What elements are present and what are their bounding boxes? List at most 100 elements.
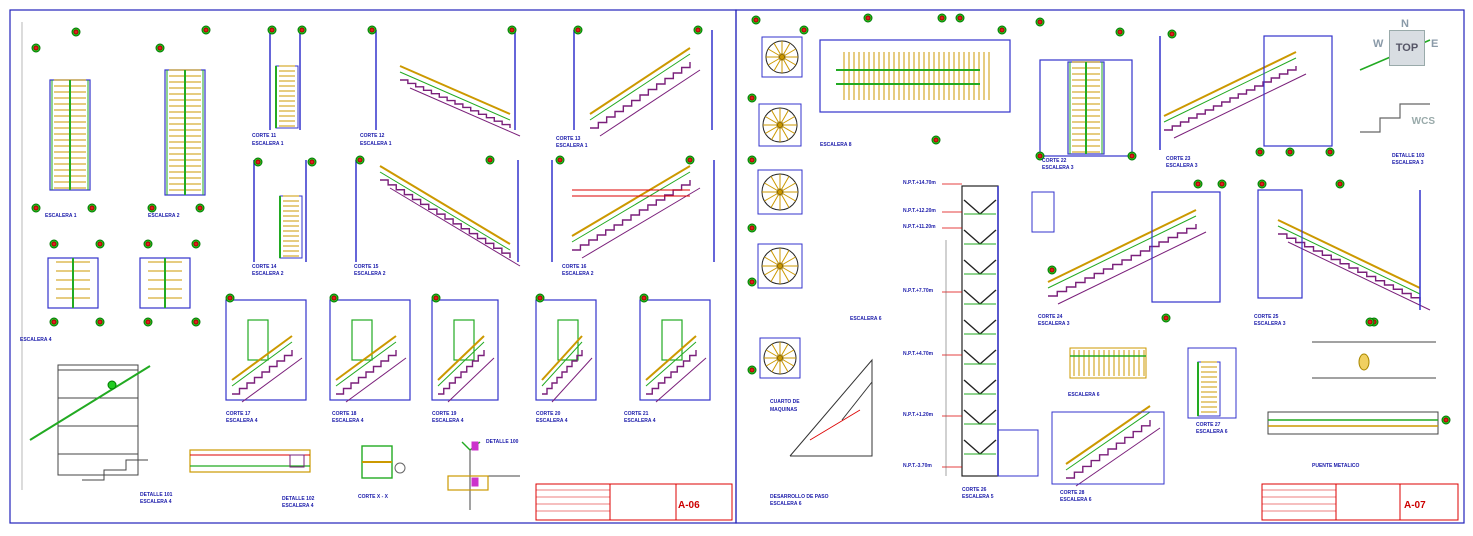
section-marker-dot: [749, 95, 755, 101]
view-cube[interactable]: W N TOP E: [1373, 18, 1443, 80]
section-marker-dot: [97, 319, 103, 325]
wcs-label[interactable]: WCS: [1411, 116, 1435, 127]
spiral-tread: [765, 124, 781, 134]
detail-marker: [107, 380, 117, 390]
spiral-tread: [771, 110, 781, 126]
handrail-lower: [1163, 57, 1297, 123]
view-label: CORTE 11: [252, 133, 276, 139]
section-marker-dot: [227, 295, 233, 301]
spiral-section-step: [963, 229, 997, 245]
sheet-frame-right: [735, 9, 1465, 524]
view-label: ESCALERA 3: [1038, 321, 1070, 327]
spiral-tread: [764, 182, 781, 193]
dim: [809, 409, 861, 441]
corte24-wall: [1151, 191, 1221, 303]
spiral-tread: [779, 265, 796, 276]
view-label: PUENTE METALICO: [1312, 463, 1360, 469]
view-label: ESCALERA 4: [536, 418, 568, 424]
view-label: ESCALERA 4: [332, 418, 364, 424]
stair-soffit: [581, 187, 701, 259]
view-label: ESCALERA 3: [1166, 163, 1198, 169]
view-label: ESCALERA 6: [850, 316, 882, 322]
section-frame: [639, 299, 711, 401]
stair-core: [247, 319, 269, 361]
spiral-tread: [779, 265, 790, 282]
view-label: N.P.T.+11.20m: [903, 224, 936, 230]
spiral-section-step: [963, 409, 997, 425]
view-label: ESCALERA 3: [1254, 321, 1286, 327]
view-label: ESCALERA 1: [45, 213, 77, 219]
section-marker-dot: [1163, 315, 1169, 321]
spiral-section-step: [963, 439, 997, 455]
section-marker-dot: [865, 15, 871, 21]
section-marker-dot: [749, 279, 755, 285]
stair-soffit: [1173, 73, 1307, 139]
view-label: DETALLE 101: [140, 492, 173, 498]
view-label: DETALLE 103: [1392, 153, 1425, 159]
stair-profile: [1164, 66, 1297, 131]
spiral-tread: [764, 265, 781, 276]
section-marker-dot: [1259, 181, 1265, 187]
section-marker-dot: [557, 157, 563, 163]
view-label: N.P.T.+12.20m: [903, 208, 936, 214]
view-label: ESCALERA 4: [20, 337, 52, 343]
handrail-lower: [541, 341, 583, 387]
view-label: DETALLE 100: [486, 439, 519, 445]
spiral-tread: [773, 42, 783, 58]
section-marker-dot: [1287, 149, 1293, 155]
view-label: ESCALERA 3: [1392, 160, 1424, 166]
view-label: ESCALERA 4: [226, 418, 258, 424]
view-label: CORTE 18: [332, 411, 357, 417]
section-marker-dot: [145, 319, 151, 325]
east-label: E: [1431, 38, 1439, 50]
wall: [1031, 191, 1055, 233]
stair-soffit: [551, 357, 593, 403]
handrail-section: [1163, 51, 1297, 117]
spiral-tread: [779, 176, 790, 193]
title-block-left: [535, 483, 733, 521]
view-label: ESCALERA 1: [556, 143, 588, 149]
sheet-number: A-06: [678, 500, 700, 511]
curve: [841, 381, 873, 421]
spiral-tread: [779, 124, 789, 140]
spiral-tread: [781, 48, 797, 58]
section-marker-dot: [51, 241, 57, 247]
view-label: ESCALERA 1: [252, 141, 284, 147]
spiral-tread: [764, 191, 781, 202]
stair-profile: [380, 179, 511, 258]
section-marker-dot: [149, 205, 155, 211]
spiral-tread: [764, 256, 781, 267]
view-label: CUARTO DE: [770, 399, 800, 405]
section-marker-dot: [1195, 181, 1201, 187]
spiral-section-step: [963, 379, 997, 395]
section-marker-dot: [957, 15, 963, 21]
spiral-frame: [758, 103, 802, 147]
view-label: N.P.T.+1.20m: [903, 412, 934, 418]
handrail-section: [437, 335, 485, 381]
section-marker-dot: [1129, 153, 1135, 159]
handrail-detail: [29, 365, 151, 441]
stair-soffit: [655, 357, 707, 403]
corte27-frame: [1187, 347, 1237, 419]
spiral-tread: [770, 265, 781, 282]
handrail-section: [571, 165, 691, 237]
handrail-lower: [1047, 215, 1197, 289]
view-label: MAQUINAS: [770, 407, 798, 413]
spiral-tread: [779, 357, 795, 367]
section-frame: [329, 299, 411, 401]
section-marker-dot: [933, 137, 939, 143]
spiral-frame: [757, 243, 803, 289]
spiral-tread: [765, 116, 781, 126]
section-frame: [225, 299, 307, 401]
spiral-tread: [781, 42, 791, 58]
spiral-section-step: [963, 259, 997, 275]
handrail-lower: [1065, 411, 1151, 471]
tag: [471, 441, 479, 451]
view-label: CORTE 15: [354, 264, 379, 270]
bridge-plate: [1358, 353, 1370, 371]
handrail-section: [1065, 405, 1151, 465]
view-cube-top-face[interactable]: TOP: [1389, 30, 1425, 66]
section-marker-dot: [197, 205, 203, 211]
section-marker-dot: [97, 241, 103, 247]
